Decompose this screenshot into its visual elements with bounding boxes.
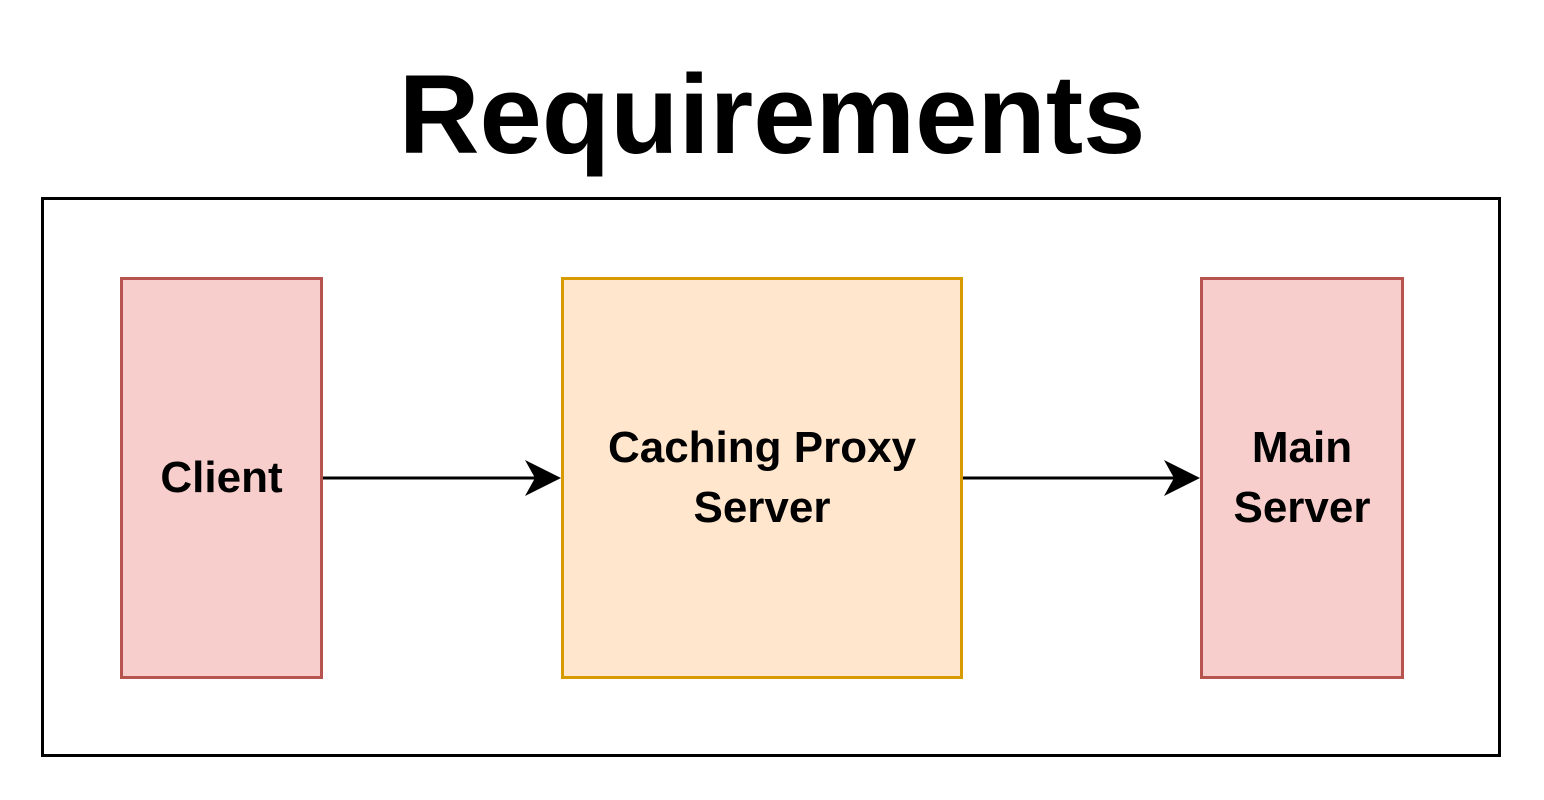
caching-proxy-server-label: Caching Proxy Server <box>607 423 917 532</box>
main-server-node[interactable]: Main Server <box>1200 277 1404 679</box>
caching-proxy-server-node[interactable]: Caching Proxy Server <box>561 277 963 679</box>
client-node[interactable]: Client <box>120 277 323 679</box>
diagram-frame <box>41 197 1501 757</box>
main-server-label: Main Server <box>1233 423 1371 532</box>
diagram-title: Requirements <box>398 52 1146 177</box>
client-label: Client <box>160 453 283 502</box>
